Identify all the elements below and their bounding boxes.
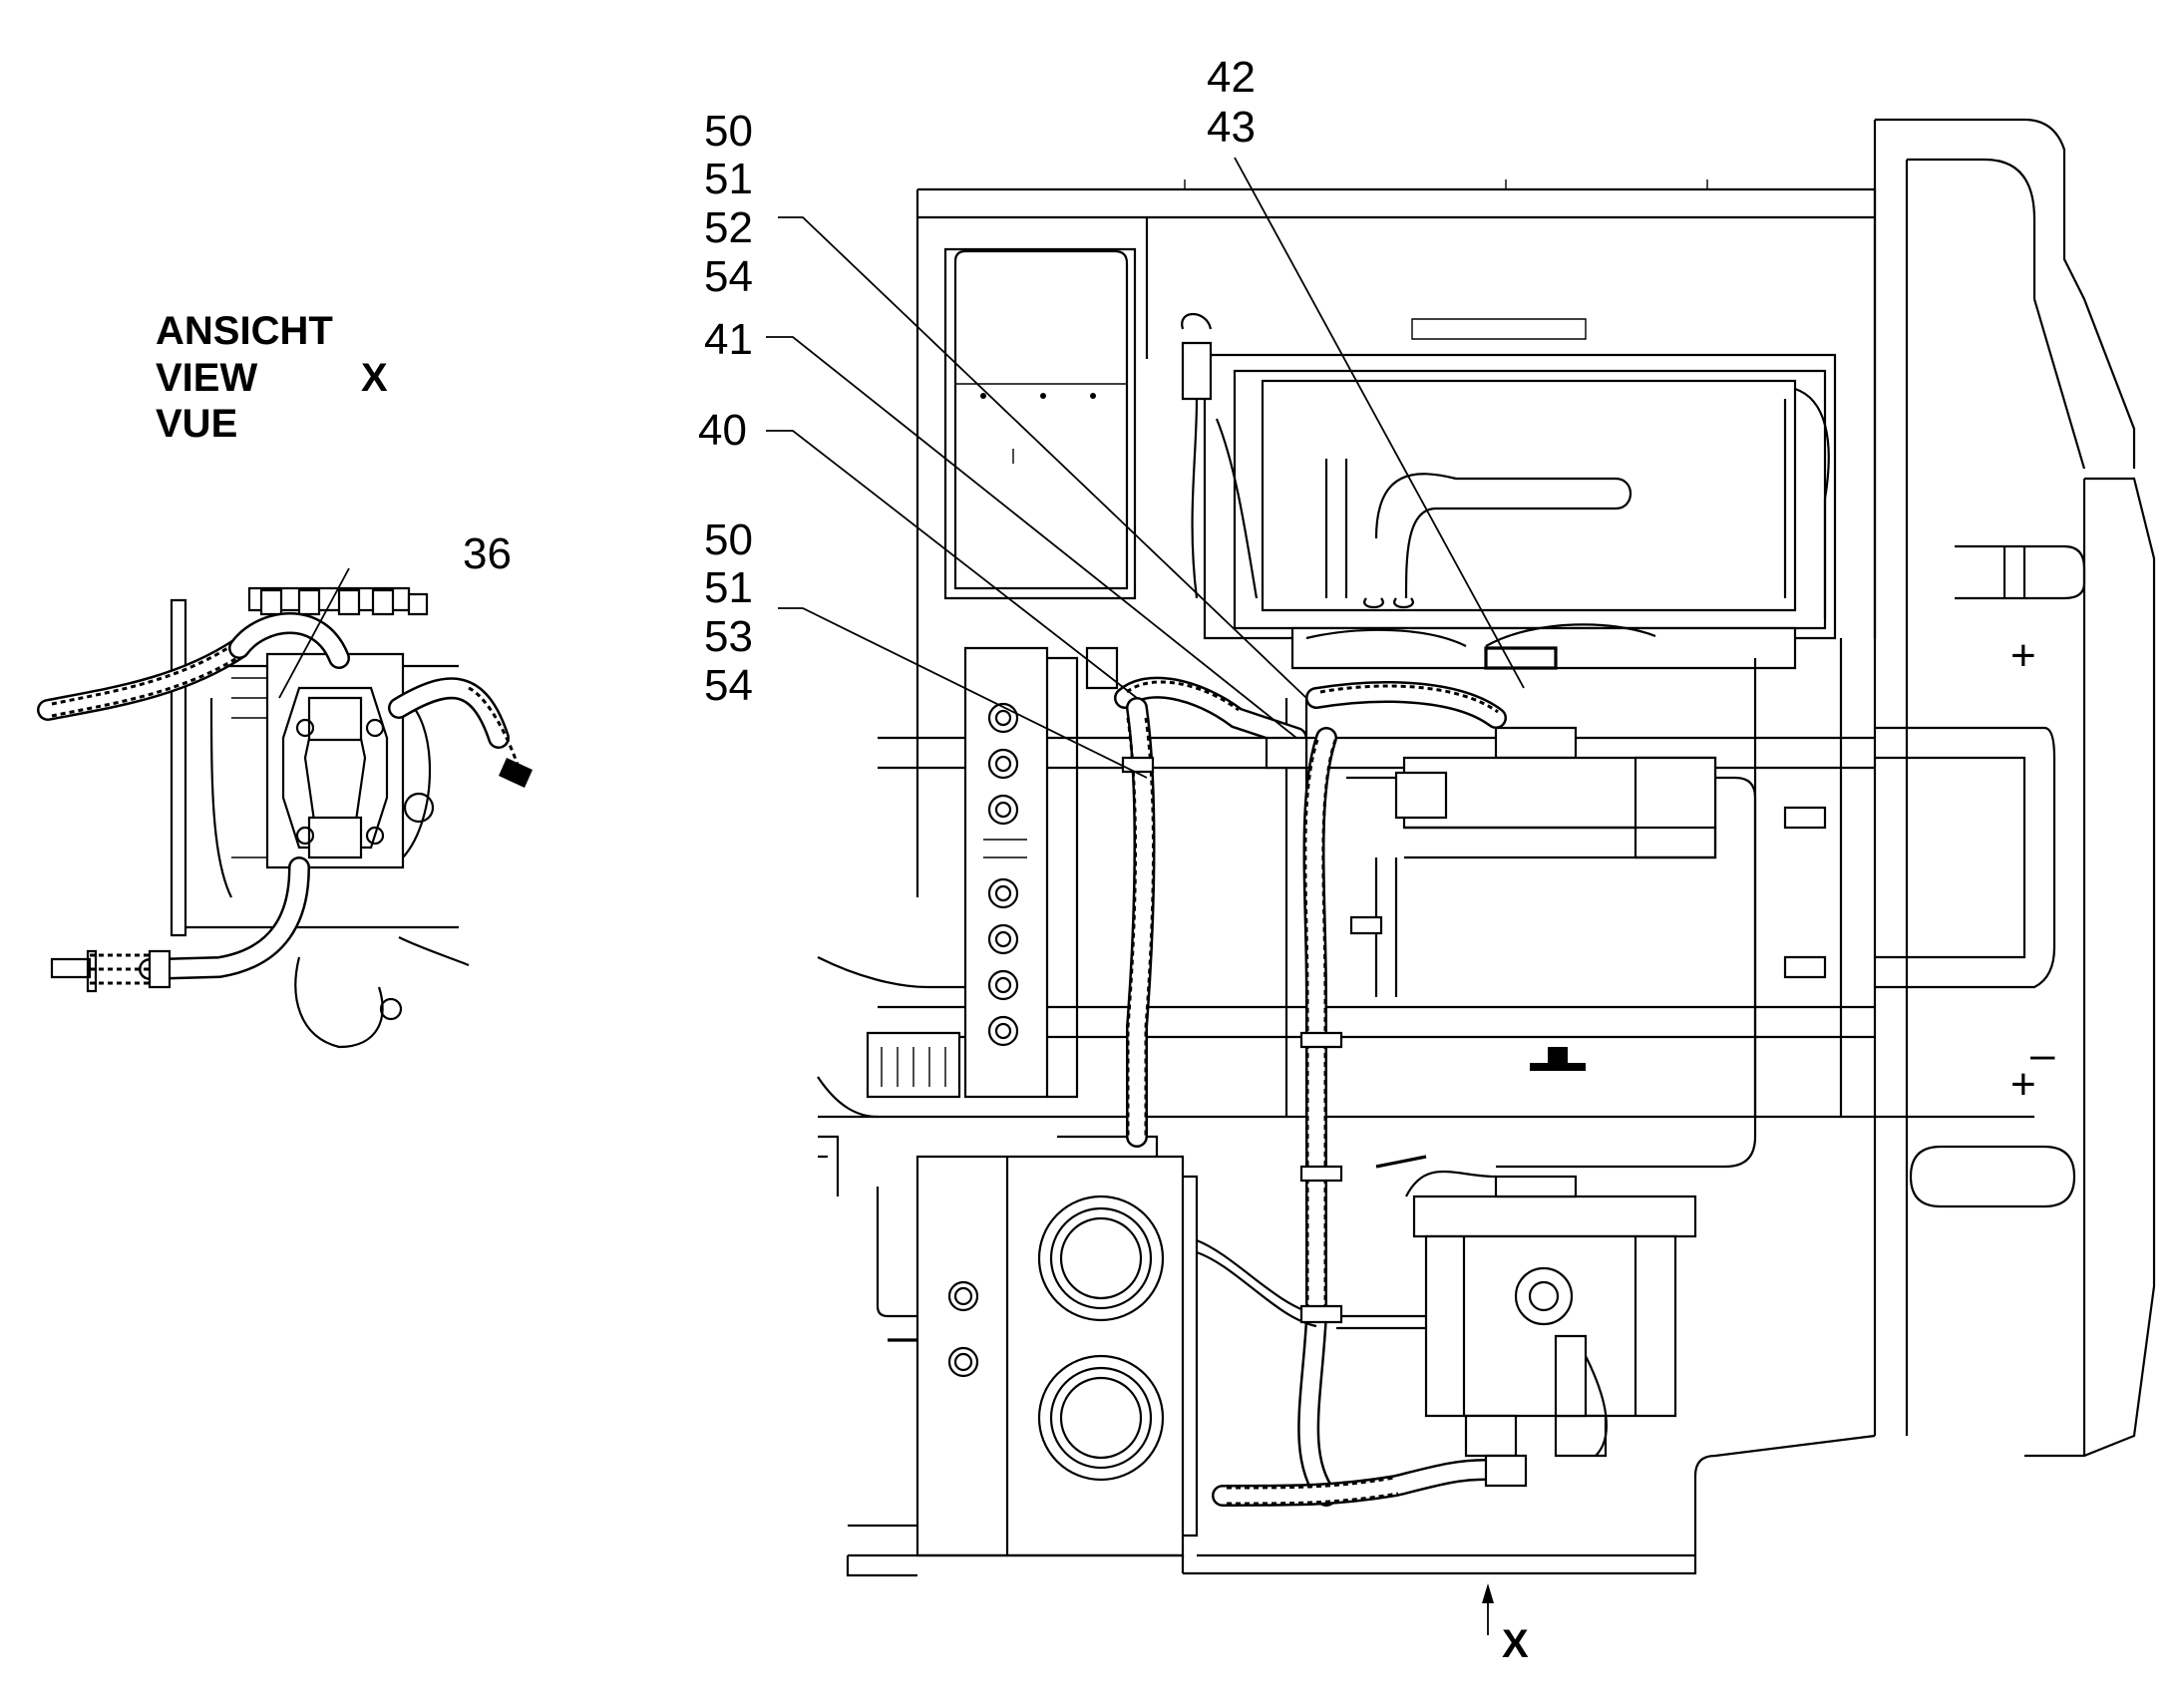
view-x-label: ANSICHT VIEW VUE X: [156, 309, 388, 446]
callout-group1-54: 54: [704, 252, 753, 301]
leader-36: [278, 567, 350, 699]
callout-42: 42: [1207, 53, 1256, 102]
leader-group2: [778, 607, 1148, 779]
view-letter: X: [361, 356, 388, 400]
callout-labels: 36 42 43 50 51 52 54 41 40 50 51 53 54: [463, 53, 1256, 710]
callout-group2-51: 51: [704, 563, 753, 612]
view-title-line-1: ANSICHT: [156, 309, 333, 353]
callout-group1-50: 50: [704, 107, 753, 156]
callout-43: 43: [1207, 103, 1256, 152]
callout-group1-51: 51: [704, 155, 753, 203]
callout-group2-50: 50: [704, 515, 753, 564]
view-arrow-letter: X: [1502, 1622, 1529, 1666]
detail-view-x: [37, 586, 533, 1049]
callout-40: 40: [698, 406, 747, 455]
leader-41: [766, 336, 1297, 739]
panel-marks: + – +: [2010, 631, 2055, 1109]
callout-group2-53: 53: [704, 612, 753, 661]
callout-41: 41: [704, 315, 753, 364]
callout-36: 36: [463, 529, 512, 578]
leader-40: [766, 430, 1138, 699]
callout-group2-54: 54: [704, 661, 753, 710]
leader-42-43: [1234, 157, 1525, 689]
callout-group1-52: 52: [704, 203, 753, 252]
view-title-line-2: VIEW: [156, 356, 257, 400]
leader-lines: [278, 157, 1525, 779]
leader-group1: [778, 216, 1307, 699]
plus-mark-lower: +: [2010, 1060, 2036, 1109]
view-title-line-3: VUE: [156, 402, 237, 446]
minus-mark: –: [2030, 1030, 2055, 1079]
view-arrow-x: X: [1482, 1583, 1529, 1666]
main-assembly: [817, 118, 2156, 1577]
plus-mark-upper: +: [2010, 631, 2036, 680]
